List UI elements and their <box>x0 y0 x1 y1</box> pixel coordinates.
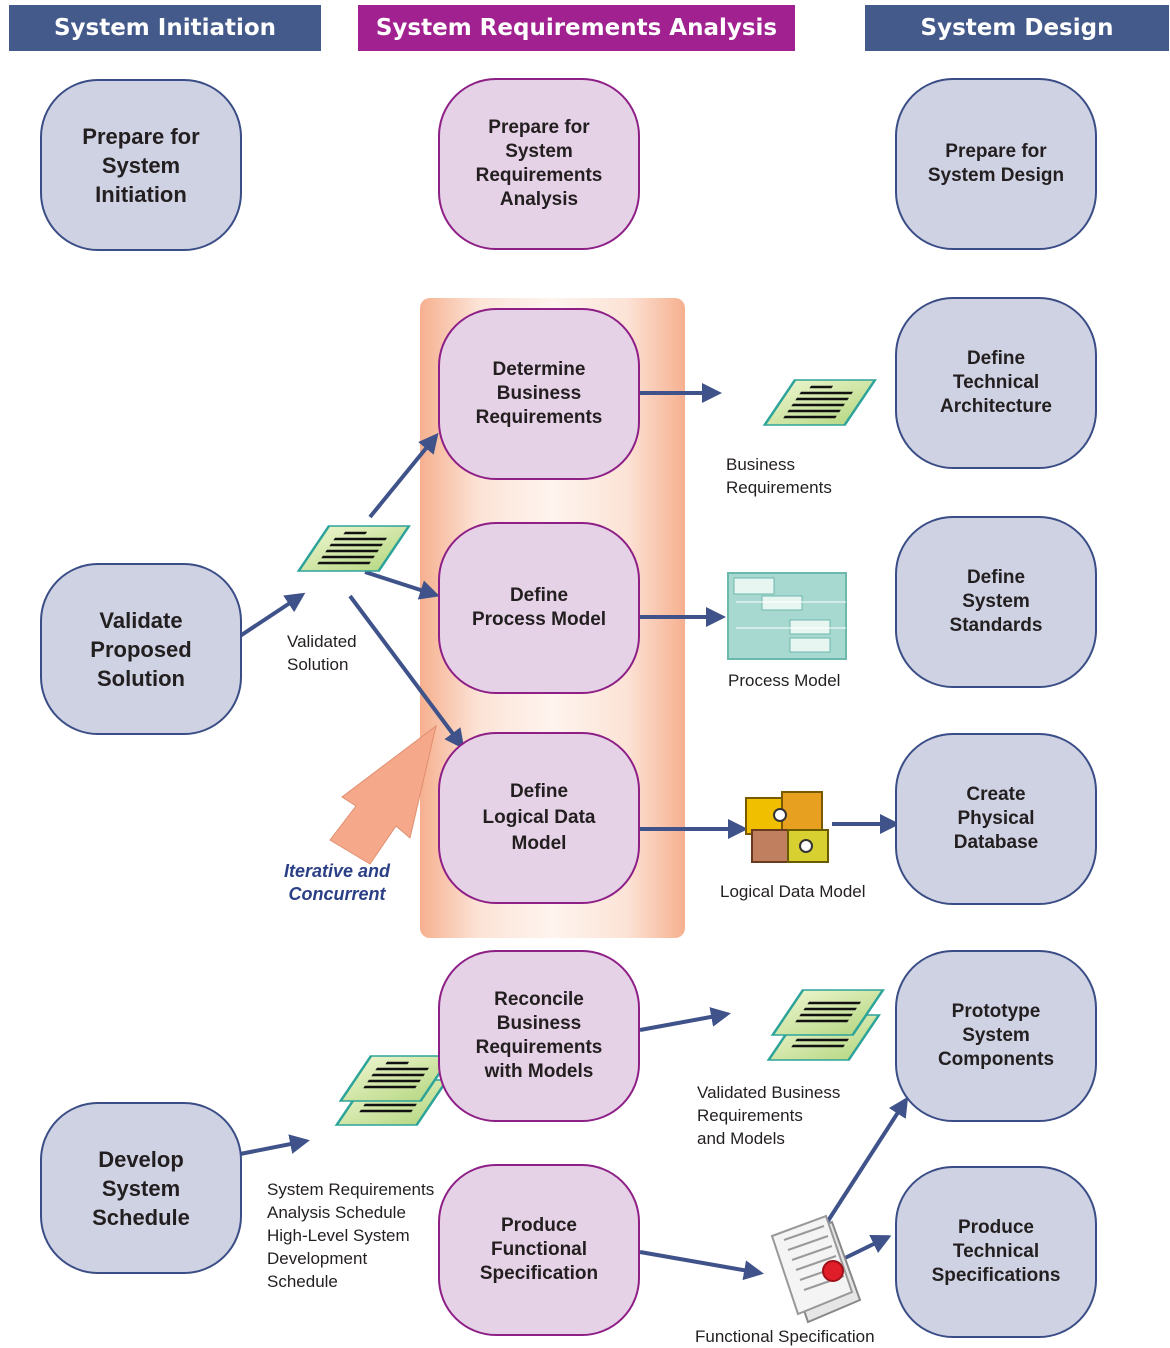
node-label: Produce Technical Specifications <box>931 1217 1061 1286</box>
arrow-solution-to-logical <box>348 594 465 750</box>
node-label: Prepare for System Design <box>927 141 1065 186</box>
header-system-design: System Design <box>865 5 1169 51</box>
label-validated-solution: Validated Solution <box>287 632 357 674</box>
node-label: Validate Proposed Solution <box>90 607 192 691</box>
arrow-schedule-to-docs <box>239 1134 310 1156</box>
node-define-logical-data-model: Define Logical Data Model <box>438 732 640 904</box>
iterative-arrow <box>329 724 437 865</box>
node-determine-business-requirements: Determine Business Requirements <box>438 308 640 480</box>
header-system-initiation: System Initiation <box>9 5 321 51</box>
node-label: Define Process Model <box>471 585 607 630</box>
node-label: Prepare for System Initiation <box>82 123 200 207</box>
node-label: Determine Business Requirements <box>475 359 603 428</box>
puzzle-icon <box>745 791 829 863</box>
node-label: Create Physical Database <box>953 784 1039 853</box>
node-prepare-system-design: Prepare for System Design <box>895 78 1097 250</box>
iterative-concurrent-note: Iterative and Concurrent <box>283 861 391 904</box>
node-define-process-model: Define Process Model <box>438 522 640 694</box>
label-logical-data-model: Logical Data Model <box>720 882 866 901</box>
arrow-spec-to-techspecs <box>844 1235 892 1260</box>
node-label: Produce Functional Specification <box>479 1215 599 1284</box>
document-icon <box>296 525 411 572</box>
node-reconcile-business-requirements: Reconcile Business Requirements with Mod… <box>438 950 640 1122</box>
node-prototype-system-components: Prototype System Components <box>895 950 1097 1122</box>
label-schedules: System Requirements Analysis Schedule Hi… <box>267 1180 435 1291</box>
arrow-solution-to-process <box>364 570 440 600</box>
node-label: Define Technical Architecture <box>940 348 1052 417</box>
arrow-spec-to-prototype <box>824 1096 909 1226</box>
label-validated-business-requirements: Validated Business Requirements and Mode… <box>697 1083 841 1148</box>
node-produce-functional-specification: Produce Functional Specification <box>438 1164 640 1336</box>
node-label: Define System Standards <box>949 567 1043 636</box>
document-icon <box>338 1055 453 1102</box>
node-prepare-system-requirements-analysis: Prepare for System Requirements Analysis <box>438 78 640 250</box>
arrow-solution-to-business <box>368 432 439 519</box>
node-label: Develop System Schedule <box>92 1146 190 1230</box>
arrow-reconcile-to-validated <box>639 1007 731 1032</box>
node-label: Prototype System Components <box>937 1001 1055 1070</box>
label-business-requirements: Business Requirements <box>726 455 832 497</box>
arrow-validate-to-solution <box>238 592 306 638</box>
header-system-requirements-analysis: System Requirements Analysis <box>358 5 795 51</box>
node-label: Reconcile Business Requirements with Mod… <box>475 989 603 1082</box>
process-model-icon <box>727 572 847 660</box>
node-prepare-system-initiation: Prepare for System Initiation <box>40 79 242 251</box>
node-define-technical-architecture: Define Technical Architecture <box>895 297 1097 469</box>
node-produce-technical-specifications: Produce Technical Specifications <box>895 1166 1097 1338</box>
sealed-document-icon <box>770 1214 862 1324</box>
node-validate-proposed-solution: Validate Proposed Solution <box>40 563 242 735</box>
document-icon <box>770 989 885 1036</box>
node-create-physical-database: Create Physical Database <box>895 733 1097 905</box>
node-develop-system-schedule: Develop System Schedule <box>40 1102 242 1274</box>
node-label: Define Logical Data Model <box>482 781 596 854</box>
node-define-system-standards: Define System Standards <box>895 516 1097 688</box>
node-label: Prepare for System Requirements Analysis <box>475 117 603 210</box>
arrow-functional-to-spec <box>639 1250 764 1281</box>
document-icon <box>762 379 877 426</box>
label-functional-specification: Functional Specification <box>695 1327 875 1346</box>
label-process-model: Process Model <box>728 671 841 690</box>
